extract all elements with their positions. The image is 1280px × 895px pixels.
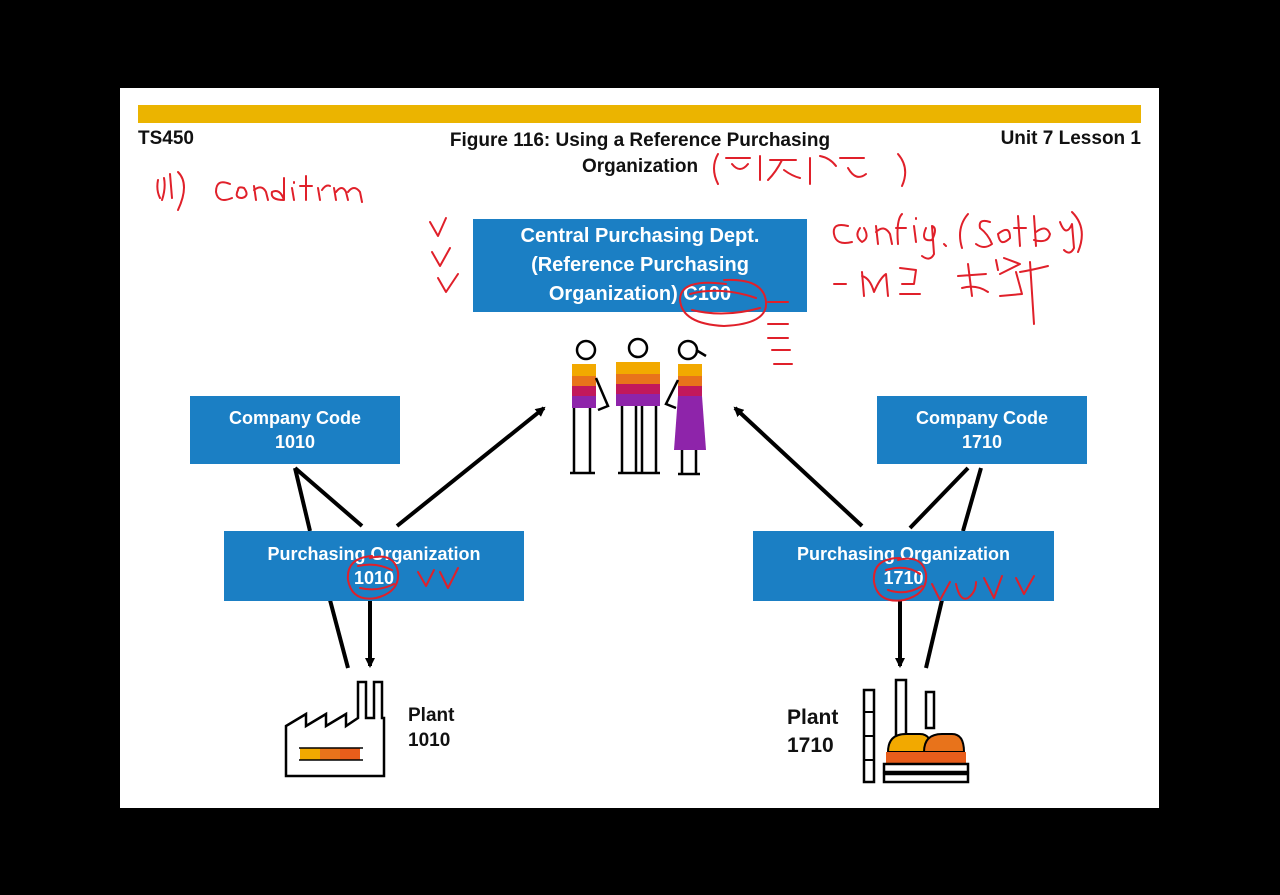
company-code-1010-box: Company Code 1010	[190, 396, 400, 464]
connector-cc1710-porg	[908, 466, 970, 530]
company-code-1710-box: Company Code 1710	[877, 396, 1087, 464]
slide: TS450 Figure 116: Using a Reference Purc…	[120, 88, 1159, 808]
connector-porg1010-plant	[328, 599, 350, 669]
purchasing-org-1010-box: Purchasing Organization 1010	[224, 531, 524, 601]
purchasing-org-1710-box: Purchasing Organization 1710	[753, 531, 1054, 601]
company-code-value: 1710	[961, 432, 1003, 452]
unit-lesson: Unit 7 Lesson 1	[1000, 128, 1141, 149]
plant-label: Plant	[408, 705, 455, 726]
figure-title-line1: Figure 116: Using a Reference Purchasing	[449, 130, 831, 151]
plant-label: Plant	[787, 706, 839, 729]
company-code-value: 1010	[274, 432, 316, 452]
company-code-label: Company Code	[228, 408, 361, 428]
arrow-porg1710-central	[733, 406, 864, 528]
purchasing-org-value: 1710	[883, 568, 924, 588]
central-line1: Central Purchasing Dept.	[520, 225, 760, 247]
plant-code: 1710	[787, 734, 834, 757]
plant-1010-label: Plant 1010	[408, 703, 454, 753]
central-line3: Organization) C100	[548, 283, 732, 305]
plant-code: 1010	[408, 730, 451, 751]
course-code: TS450	[138, 128, 194, 149]
central-line2: (Reference Purchasing	[531, 254, 749, 276]
figure-title-line2: Organization	[581, 156, 699, 177]
connector-cc1010-porg-b	[293, 466, 364, 528]
plant-1710-label: Plant 1710	[787, 704, 838, 760]
central-purchasing-box: Central Purchasing Dept. (Reference Purc…	[473, 219, 807, 312]
header-accent-bar	[138, 105, 1141, 123]
diagram-connectors	[293, 406, 983, 669]
purchasing-org-value: 1010	[353, 568, 395, 588]
purchasing-org-label: Purchasing Organization	[796, 544, 1011, 564]
connector-cc1010-porg	[293, 467, 312, 532]
figure-title: Figure 116: Using a Reference Purchasing…	[400, 128, 880, 180]
arrow-porg1010-central	[395, 406, 546, 528]
company-code-label: Company Code	[915, 408, 1048, 428]
purchasing-org-label: Purchasing Organization	[267, 544, 481, 564]
connector-porg1710-plant	[924, 599, 944, 669]
connector-cc1710-porg-b	[961, 467, 983, 532]
